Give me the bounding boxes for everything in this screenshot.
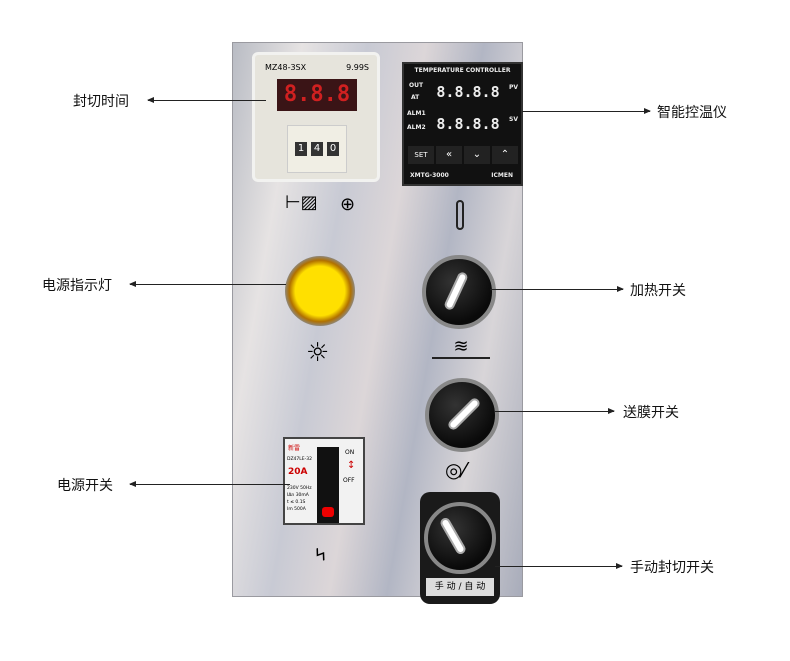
heater-icon: ≋: [432, 336, 490, 359]
breaker-spec: 230V 50Hz: [287, 486, 312, 491]
callout-line: [495, 563, 623, 569]
set-button[interactable]: SET: [408, 146, 434, 164]
label-manual-cut-switch: 手动封切开关: [630, 560, 714, 576]
timer-digit[interactable]: 1: [295, 142, 307, 156]
breaker-brand: 新雷: [288, 445, 301, 452]
down-button[interactable]: ⌄: [464, 146, 490, 164]
label-seal-time: 封切时间: [73, 94, 129, 110]
power-breaker[interactable]: 新雷 DZ47LE-32 20A 230V 50Hz IΔn 30mA t ≤ …: [283, 437, 365, 525]
timer-symbol-icon: ⊕: [340, 194, 356, 215]
test-button[interactable]: [322, 507, 334, 517]
tc-brand: ICMEN: [491, 172, 513, 179]
temperature-controller: TEMPERATURE CONTROLLER OUT AT ALM1 ALM2 …: [402, 62, 523, 186]
shift-left-button[interactable]: «: [436, 146, 462, 164]
tc-model: XMTG-3000: [410, 172, 449, 179]
label-temp-controller: 智能控温仪: [657, 105, 727, 121]
label-power-indicator: 电源指示灯: [42, 278, 112, 294]
callout-line: [495, 408, 615, 414]
up-button[interactable]: ⌃: [492, 146, 518, 164]
timer-digit[interactable]: 4: [311, 142, 323, 156]
timer-relay: MZ48-3SX 9.99S 8.8.8 1 4 0: [252, 52, 380, 182]
heating-switch-knob[interactable]: [422, 255, 496, 329]
sv-display: 8.8.8.8: [429, 112, 507, 136]
manual-auto-plate: 手 动 / 自 动: [426, 578, 494, 596]
breaker-lever[interactable]: [317, 447, 339, 523]
timer-digit[interactable]: 0: [327, 142, 339, 156]
power-indicator-lamp: [285, 256, 355, 326]
callout-line: [147, 97, 266, 103]
tc-title: TEMPERATURE CONTROLLER: [414, 67, 511, 74]
pv-display: 8.8.8.8: [429, 80, 507, 104]
on-off-arrow-icon: ↕: [347, 460, 356, 471]
breaker-spec: Im 500A: [287, 507, 306, 512]
breaker-on-label: ON: [345, 449, 355, 456]
indicator-at: AT: [411, 94, 420, 101]
breaker-off-label: OFF: [343, 477, 355, 484]
breaker-spec: t ≤ 0.1S: [287, 500, 306, 505]
label-power-switch: 电源开关: [57, 478, 113, 494]
sv-label: SV: [509, 116, 518, 123]
callout-line: [490, 286, 624, 292]
indicator-alm1: ALM1: [407, 110, 426, 117]
manual-cut-switch[interactable]: 手 动 / 自 动: [420, 492, 500, 604]
label-heating-switch: 加热开关: [630, 283, 686, 299]
timer-display: 8.8.8: [277, 79, 357, 111]
timer-range: 9.99S: [346, 63, 369, 72]
breaker-spec: IΔn 30mA: [287, 493, 309, 498]
film-switch-knob[interactable]: [425, 378, 499, 452]
film-roll-icon: ◎⁄: [445, 458, 466, 482]
indicator-out: OUT: [409, 82, 424, 89]
timer-model: MZ48-3SX: [265, 63, 307, 72]
manual-cut-knob[interactable]: [424, 502, 496, 574]
callout-line: [129, 481, 290, 487]
breaker-model: DZ47LE-32: [287, 457, 312, 462]
thermometer-icon: [456, 200, 464, 230]
cut-symbol-icon: ⊢▨: [285, 192, 318, 213]
callout-line: [129, 281, 286, 287]
pv-label: PV: [509, 84, 519, 91]
label-film-switch: 送膜开关: [623, 405, 679, 421]
callout-line: [522, 108, 651, 114]
indicator-alm2: ALM2: [407, 124, 426, 131]
breaker-rating: 20A: [288, 467, 308, 477]
light-sun-icon: ☼: [306, 338, 330, 368]
